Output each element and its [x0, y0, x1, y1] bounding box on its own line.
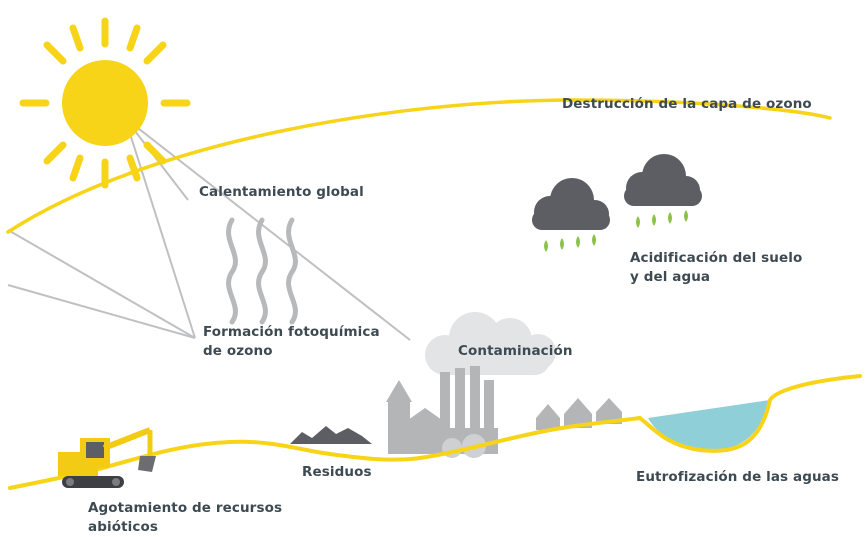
- smog-cloud: [425, 312, 556, 375]
- label-ozone-depletion: Destrucción de la capa de ozono: [562, 96, 812, 112]
- label-eutrophication: Eutrofización de las aguas: [636, 469, 840, 485]
- rain-cloud-icon: [624, 154, 702, 228]
- church-icon: [386, 380, 442, 454]
- ground-line: [8, 374, 862, 490]
- ozone-layer-arc: [6, 98, 832, 234]
- label-global-warming: Calentamiento global: [199, 184, 364, 200]
- sun-icon: [19, 17, 191, 189]
- label-resource-depletion: Agotamiento de recursos abióticos: [88, 500, 283, 535]
- waste-pile-icon: [290, 426, 372, 444]
- rain-cloud-icon: [532, 178, 610, 252]
- houses-icon: [536, 398, 622, 430]
- water-pond-icon: [648, 400, 770, 450]
- excavator-icon: [58, 427, 156, 488]
- label-acidification: Acidificación del suelo y del agua: [630, 250, 803, 285]
- label-waste: Residuos: [302, 464, 372, 480]
- label-pollution: Contaminación: [458, 343, 573, 359]
- label-photochemical-ozone: Formación fotoquímica de ozono: [203, 324, 380, 359]
- heat-waves-icon: [226, 217, 298, 325]
- sun-ray-lines: [7, 117, 411, 341]
- factory-icon: [436, 366, 498, 458]
